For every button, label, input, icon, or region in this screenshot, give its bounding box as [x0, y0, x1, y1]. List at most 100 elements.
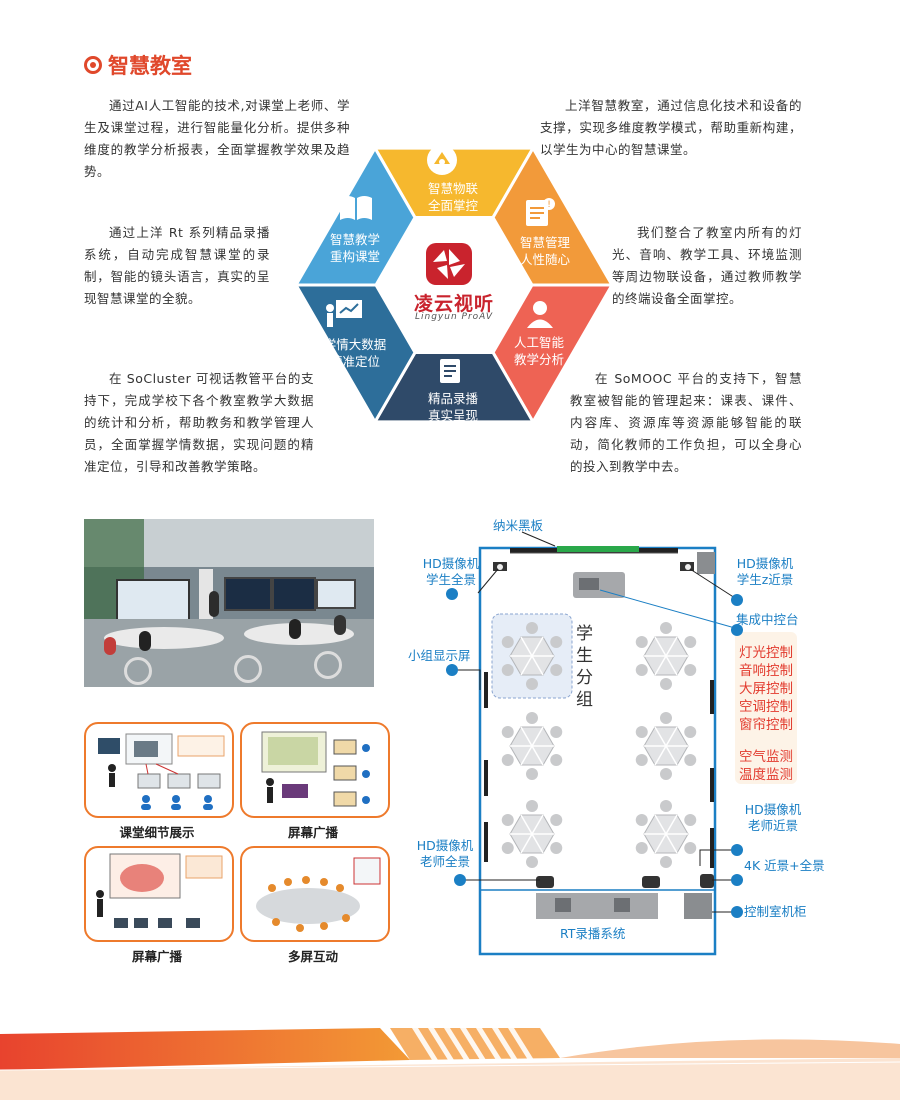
table-divider — [520, 726, 544, 766]
hex-segment-bigdata: 学情大数据精准定位 — [323, 337, 387, 369]
label-rt-system: RT录播系统 — [560, 926, 626, 941]
document-icon — [440, 359, 460, 383]
dot-cabinet — [731, 906, 743, 918]
label-cam-4k: 4K 近景+全景 — [744, 858, 825, 873]
ai-person-icon — [527, 301, 553, 328]
chair — [526, 712, 538, 724]
chair — [550, 636, 563, 648]
paragraph-recording: 通过上洋 Rt 系列精品录播系统，自动完成智慧课堂的录制，智能的镜头语言，真实的… — [84, 225, 270, 306]
chair — [660, 712, 672, 724]
dot-cam-student-close — [731, 594, 743, 606]
bottom-decoration — [0, 1028, 900, 1100]
title-ring-icon — [84, 56, 102, 74]
hex-segment-recording: 精品录播真实呈现 — [427, 391, 478, 423]
chair — [550, 814, 563, 826]
table-divider — [520, 814, 544, 854]
label-console: 集成中控台 — [736, 612, 799, 627]
chair — [660, 768, 672, 780]
chair — [501, 726, 514, 738]
chair — [526, 768, 538, 780]
logo-text: 凌云视听 — [413, 293, 494, 315]
thumb-multi-screen — [240, 846, 390, 942]
thumb-screen-broadcast-1-illustration — [261, 731, 370, 807]
chair — [635, 726, 648, 738]
thumb-classroom-detail-illustration — [98, 733, 225, 810]
chair — [635, 664, 648, 676]
chair — [501, 754, 514, 766]
table-divider — [654, 726, 678, 766]
chair — [550, 842, 563, 854]
dot-group-display — [446, 664, 458, 676]
group-table-1 — [635, 622, 697, 690]
chair — [635, 842, 648, 854]
svg-text:!: ! — [547, 200, 551, 210]
paragraph-somooc: 在 SoMOOC 平台的支持下，智慧教室被智能的管理起来：课表、课件、内容库、资… — [570, 371, 802, 474]
group-table-4 — [501, 800, 563, 868]
book-icon — [340, 196, 372, 220]
label-group-display: 小组显示屏 — [408, 648, 471, 663]
label-cam-teacher-full: HD摄像机老师全景 — [416, 838, 474, 869]
hex-segment-ai: 人工智能教学分析 — [513, 335, 564, 367]
thumb-caption-4: 多屏互动 — [287, 949, 338, 964]
dot-cam-student-full — [446, 588, 458, 600]
chair — [635, 636, 648, 648]
chair — [550, 754, 563, 766]
controls-list: 灯光控制 音响控制 大屏控制 空调控制 窗帘控制 空气监测 温度监测 — [739, 645, 793, 783]
chair — [501, 814, 514, 826]
paragraph-socluster: 在 SoCluster 可视话教管平台的支持下，完成学校下各个教室教学大数据的统… — [84, 371, 314, 474]
thumb-caption-3: 屏幕广播 — [131, 949, 182, 964]
chair — [501, 664, 514, 676]
chair — [684, 726, 697, 738]
chair — [684, 636, 697, 648]
chair — [501, 842, 514, 854]
chair — [526, 622, 538, 634]
chair — [660, 678, 672, 690]
label-blackboard: 纳米黑板 — [493, 518, 544, 533]
thumb-caption-1: 课堂细节展示 — [119, 825, 195, 840]
table-divider — [654, 636, 678, 676]
thumb-caption-2: 屏幕广播 — [287, 825, 338, 840]
hex-segment-management: 智慧管理人性随心 — [519, 235, 570, 267]
label-cam-student-close: HD摄像机学生z近景 — [736, 556, 794, 587]
chair — [684, 842, 697, 854]
table-divider — [520, 636, 544, 676]
chair — [526, 856, 538, 868]
label-cabinet: 控制室机柜 — [744, 904, 807, 919]
chair — [660, 622, 672, 634]
hex-segment-shape-5 — [293, 145, 417, 287]
group-table-2 — [501, 712, 563, 780]
thumb-screen-broadcast-2 — [84, 846, 234, 942]
table-divider — [654, 814, 678, 854]
paragraph-smart-classroom: 上洋智慧教室，通过信息化技术和设备的支撑，实现多维度教学模式，帮助重新构建，以学… — [540, 98, 802, 157]
group-table-3 — [635, 712, 697, 780]
chair — [550, 664, 563, 676]
chair — [635, 814, 648, 826]
chair — [684, 664, 697, 676]
iot-icon — [427, 145, 457, 175]
chair — [660, 800, 672, 812]
thumb-screen-broadcast-2-illustration — [96, 853, 223, 928]
hex-segment-teaching: 智慧教学重构课堂 — [329, 232, 380, 264]
paragraph-iot: 我们整合了教室内所有的灯光、音响、教学工具、环境监测等周边物联设备，通过教师教学… — [612, 225, 802, 306]
chair — [501, 636, 514, 648]
thumb-multi-screen-illustration — [256, 857, 381, 932]
label-cam-student-full: HD摄像机学生全景 — [422, 556, 480, 587]
label-student-group: 学生分组 — [576, 624, 593, 710]
chair — [526, 800, 538, 812]
thumb-screen-broadcast-1 — [240, 722, 390, 818]
classroom-photo — [84, 519, 374, 687]
page-title: 智慧教室 — [84, 50, 192, 80]
group-table-5 — [635, 800, 697, 868]
chair — [684, 814, 697, 826]
thumb-classroom-detail — [84, 722, 234, 818]
dot-cam-teacher-full — [454, 874, 466, 886]
dot-cam-4k — [731, 874, 743, 886]
management-icon: ! — [526, 198, 555, 226]
chair — [550, 726, 563, 738]
logo-subtext: Lingyun ProAV — [414, 312, 494, 322]
hex-segment-iot: 智慧物联全面掌控 — [427, 181, 478, 213]
dot-cam-teacher-close — [731, 844, 743, 856]
dot-console — [731, 624, 743, 636]
paragraph-ai-analysis: 通过AI人工智能的技术,对课堂上老师、学生及课堂过程，进行智能量化分析。提供多种… — [84, 98, 350, 179]
teacher-board-icon — [326, 300, 362, 327]
